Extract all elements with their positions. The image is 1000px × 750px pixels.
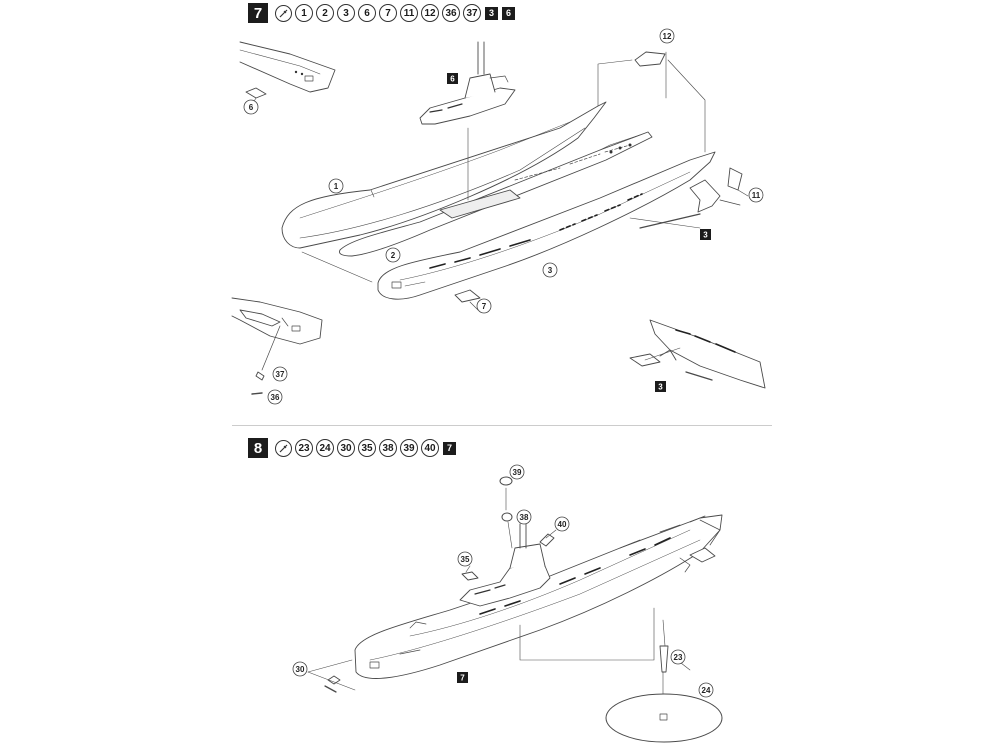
antenna-part-40 <box>539 533 555 547</box>
detail-view-bottom-right <box>629 319 766 389</box>
glue-tube-icon <box>275 4 292 22</box>
box-3: 3 <box>703 231 708 240</box>
callout-38: 38 <box>520 513 529 522</box>
step-7-header: 7 1 2 3 6 7 11 12 36 37 3 6 <box>248 3 515 23</box>
stern-assembly-part-11 <box>689 167 743 213</box>
detail-view-bottom-left <box>231 297 323 395</box>
assembled-submarine <box>354 514 723 679</box>
callout-6: 6 <box>249 103 254 112</box>
part-number: 6 <box>358 4 376 22</box>
hull-half-part-3 <box>377 151 716 300</box>
step-8-header: 8 23 24 30 35 38 39 40 7 <box>248 438 456 458</box>
detail-view-top-left <box>239 41 336 93</box>
part-number: 39 <box>400 439 418 457</box>
step-7-number: 7 <box>248 3 268 23</box>
subassembly-boxes-step-8: 7 <box>457 672 468 683</box>
callout-30: 30 <box>296 665 305 674</box>
part-number: 1 <box>295 4 313 22</box>
railing-part-35 <box>461 571 479 581</box>
callouts-step-8: 39 38 40 35 30 23 24 <box>292 464 714 698</box>
subassembly-box: 6 <box>502 6 515 20</box>
step-8-number: 8 <box>248 438 268 458</box>
callout-23: 23 <box>674 653 683 662</box>
part-number: 7 <box>379 4 397 22</box>
callout-40: 40 <box>558 520 567 529</box>
part-number: 30 <box>337 439 355 457</box>
part-number: 38 <box>379 439 397 457</box>
step-divider <box>232 425 772 426</box>
callout-12: 12 <box>663 32 672 41</box>
prop-shaft <box>639 213 701 229</box>
part-number: 36 <box>442 4 460 22</box>
part-number: 35 <box>358 439 376 457</box>
callout-24: 24 <box>702 686 711 695</box>
callout-39: 39 <box>513 468 522 477</box>
part-number: 24 <box>316 439 334 457</box>
part-number: 37 <box>463 4 481 22</box>
part-number: 3 <box>337 4 355 22</box>
leader-lines-step-7 <box>249 51 749 361</box>
callout-3: 3 <box>548 266 553 275</box>
stand-socket <box>659 713 668 721</box>
callout-7: 7 <box>482 302 487 311</box>
hull-half-part-1 <box>281 101 607 249</box>
plate-part-7 <box>454 289 481 303</box>
box-6: 6 <box>450 75 455 84</box>
glue-tube-icon <box>275 439 292 457</box>
part-number: 12 <box>421 4 439 22</box>
box-3: 3 <box>658 383 663 392</box>
callouts-step-7: 1 2 3 6 7 11 12 36 37 <box>243 28 764 405</box>
callout-11: 11 <box>752 191 761 200</box>
part-number: 11 <box>400 4 418 22</box>
callout-2: 2 <box>391 251 396 260</box>
conning-tower-part-6 <box>419 41 516 125</box>
small-parts-30 <box>324 675 341 693</box>
plate-part-12 <box>634 51 666 67</box>
callout-37: 37 <box>276 370 285 379</box>
part-number: 2 <box>316 4 334 22</box>
deck-part-2 <box>339 131 653 257</box>
callout-36: 36 <box>271 393 280 402</box>
part-number: 23 <box>295 439 313 457</box>
part-number: 40 <box>421 439 439 457</box>
callout-35: 35 <box>461 555 470 564</box>
ring-part-39 <box>499 476 513 486</box>
ring-part-38 <box>501 512 513 522</box>
plate-part-6 <box>245 87 267 99</box>
box-7: 7 <box>460 674 465 683</box>
subassembly-box: 7 <box>443 441 456 455</box>
callout-1: 1 <box>334 182 339 191</box>
subassembly-boxes-step-7: 6 3 3 <box>447 73 711 392</box>
subassembly-box: 3 <box>485 6 498 20</box>
